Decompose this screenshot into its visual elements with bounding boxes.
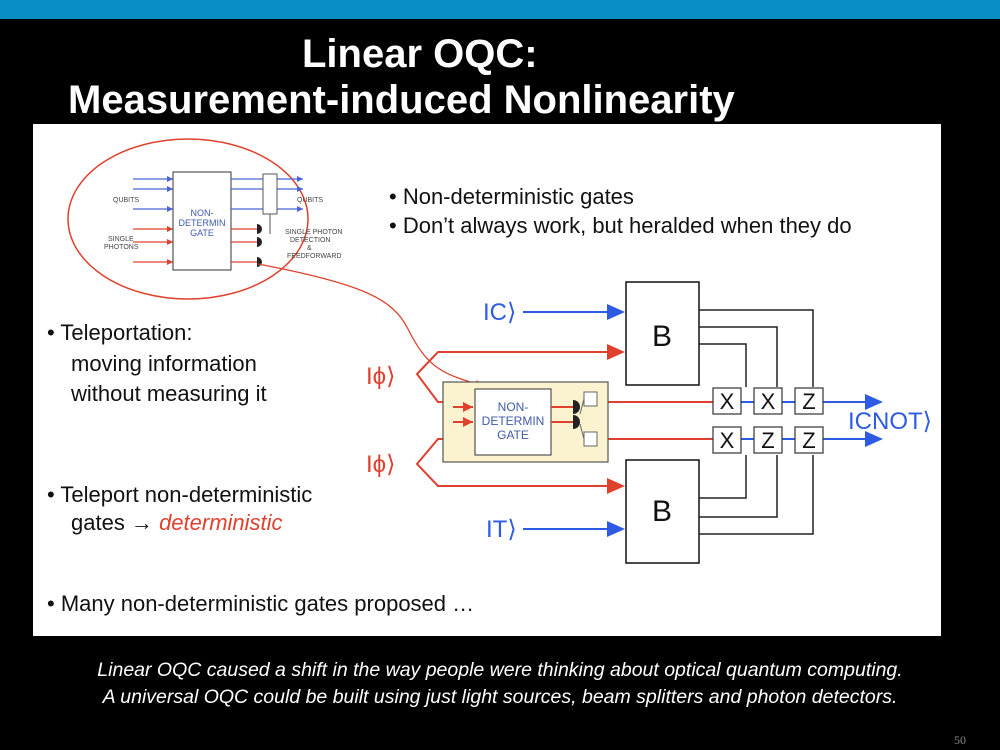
correction-gate-x bbox=[712, 426, 742, 454]
correction-gates-row1: X X Z bbox=[712, 387, 824, 415]
classical-feed-bottom-3 bbox=[699, 455, 747, 499]
inset-connector-arrow bbox=[257, 263, 485, 388]
gate-label-1: NON- bbox=[498, 400, 529, 414]
inset-qubits-out-label: QUBITS bbox=[297, 197, 323, 204]
bell-top-label: B bbox=[652, 320, 672, 353]
inset-detector-icon bbox=[257, 237, 262, 247]
correction-gate-z bbox=[794, 426, 824, 454]
detector-icon bbox=[573, 415, 580, 429]
figure-panel: NON- DETERMIN GATE QUBITS QUBITS SINGLE … bbox=[33, 124, 941, 636]
inset-feedforward-box bbox=[262, 173, 278, 215]
teleportation-circuit: IC⟩ IT⟩ Iϕ⟩ Iϕ⟩ NON- DETERMIN GATE B bbox=[366, 281, 932, 564]
inset-single-label: SINGLE bbox=[108, 236, 134, 243]
output-cnot-label: ICNOT⟩ bbox=[848, 408, 932, 435]
inset-gate-box bbox=[172, 171, 232, 271]
classical-feed-top-3 bbox=[699, 343, 747, 387]
bullet-teleportation-line3: without measuring it bbox=[70, 381, 267, 406]
detector-icon bbox=[573, 400, 580, 414]
correction-gate-z bbox=[794, 387, 824, 415]
bullet-teleport-nondeterministic-line2: gates → deterministic bbox=[71, 510, 283, 535]
top-accent-bar bbox=[0, 0, 1000, 19]
caption-line2: A universal OQC could be built using jus… bbox=[102, 686, 898, 708]
bell-measurement-top bbox=[625, 281, 700, 386]
feedforward-box-1 bbox=[583, 391, 598, 407]
inset-detection-label-4: FEEDFORWARD bbox=[287, 253, 341, 260]
inset-detector-icon bbox=[257, 257, 262, 267]
slide-title-line1: Linear OQC: bbox=[302, 32, 538, 76]
bullet-teleport-nondeterministic: • Teleport non-deterministic bbox=[47, 482, 312, 507]
phi-top-label: Iϕ⟩ bbox=[366, 363, 395, 390]
feedforward-box-2 bbox=[583, 431, 598, 447]
inset-detector-icon bbox=[257, 224, 262, 234]
bullet-nondeterministic-gates: • Non-deterministic gates bbox=[389, 184, 634, 209]
classical-feed-top-1 bbox=[699, 309, 814, 387]
correction-gate-x bbox=[712, 387, 742, 415]
classical-feed-bottom-1 bbox=[699, 455, 814, 535]
inset-detection-label-1: SINGLE PHOTON bbox=[285, 229, 342, 236]
inset-gate-label-2: DETERMIN bbox=[179, 218, 226, 228]
bullet-teleportation-line2: moving information bbox=[71, 351, 257, 376]
slide-title-line2: Measurement-induced Nonlinearity bbox=[68, 78, 735, 122]
svg-text:X: X bbox=[761, 389, 776, 414]
svg-text:Z: Z bbox=[802, 389, 815, 414]
bullet-many-gates: • Many non-deterministic gates proposed … bbox=[47, 591, 474, 616]
input-c-label: IC⟩ bbox=[483, 299, 516, 326]
bell-measurement-bottom bbox=[625, 459, 700, 564]
nondeterministic-gate-box bbox=[474, 388, 552, 456]
phi-bottom-label: Iϕ⟩ bbox=[366, 451, 395, 478]
svg-text:Z: Z bbox=[761, 428, 774, 453]
caption-line1: Linear OQC caused a shift in the way peo… bbox=[97, 659, 903, 681]
svg-text:X: X bbox=[720, 428, 735, 453]
inset-qubits-in-label: QUBITS bbox=[113, 197, 139, 204]
input-t-label: IT⟩ bbox=[486, 516, 517, 543]
svg-text:Z: Z bbox=[802, 428, 815, 453]
inset-detection-label-2: DETECTION bbox=[290, 237, 330, 244]
inset-gate-label-1: NON- bbox=[191, 208, 214, 218]
bullet-teleportation: • Teleportation: bbox=[47, 320, 193, 345]
inset-gate-schematic: NON- DETERMIN GATE QUBITS QUBITS SINGLE … bbox=[67, 138, 342, 300]
inset-gate-label-3: GATE bbox=[190, 228, 214, 238]
svg-text:X: X bbox=[720, 389, 735, 414]
bullet-heralded: • Don’t always work, but heralded when t… bbox=[389, 213, 852, 238]
correction-gates-row2: X Z Z bbox=[712, 426, 824, 454]
correction-gate-x bbox=[753, 387, 783, 415]
bell-bottom-label: B bbox=[652, 495, 672, 528]
circuit-diagram: NON- DETERMIN GATE QUBITS QUBITS SINGLE … bbox=[47, 138, 932, 616]
gate-label-3: GATE bbox=[497, 428, 529, 442]
correction-gate-z bbox=[753, 426, 783, 454]
inset-ellipse bbox=[67, 138, 309, 300]
classical-feed-bottom-2 bbox=[699, 455, 778, 518]
classical-feed-top-2 bbox=[699, 326, 778, 387]
inset-photons-label: PHOTONS bbox=[104, 244, 139, 251]
inset-detection-label-3: & bbox=[307, 245, 312, 252]
gate-label-2: DETERMIN bbox=[482, 414, 545, 428]
page-number: 50 bbox=[954, 733, 966, 747]
